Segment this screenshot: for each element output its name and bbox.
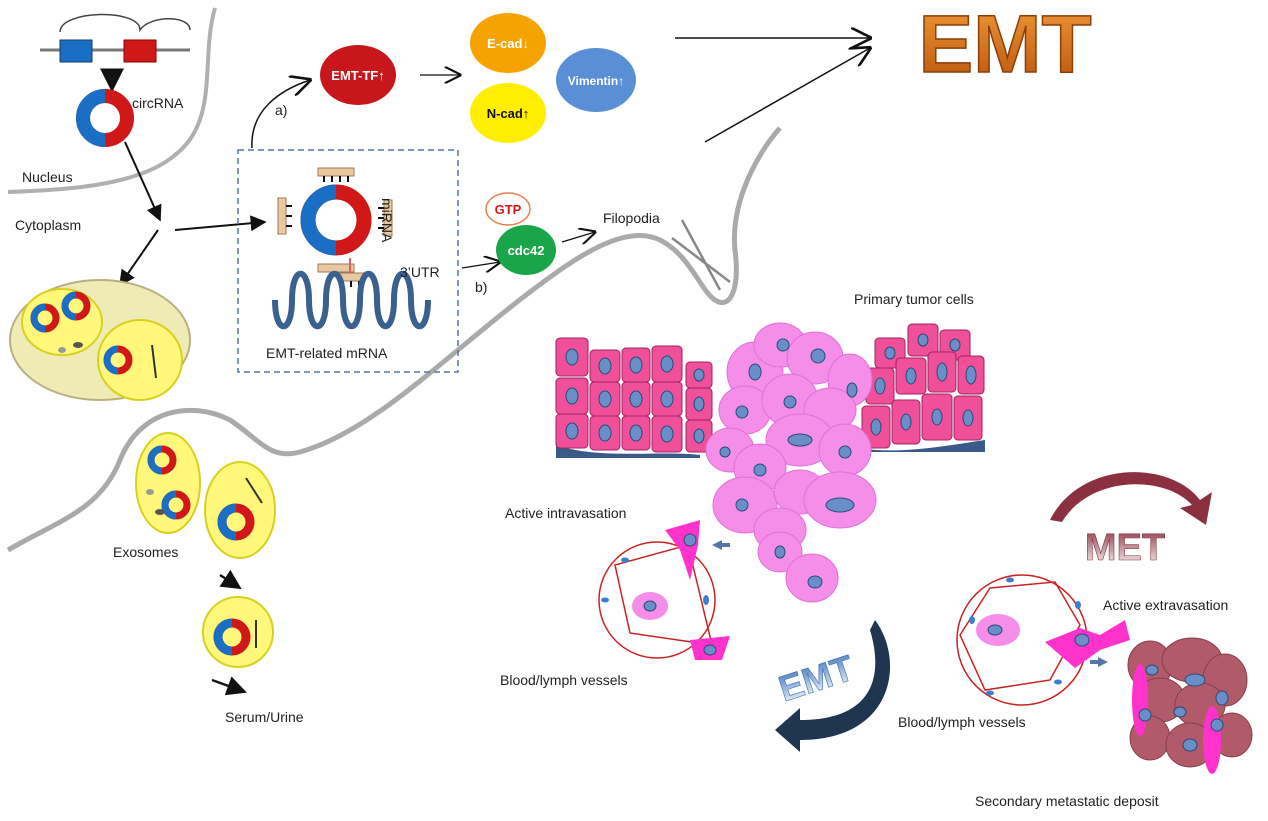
invading-tumor-mass — [705, 322, 877, 603]
arrow-exosome-down — [219, 569, 242, 590]
arrow-export — [124, 141, 162, 222]
emt-mrna-strand — [272, 270, 431, 330]
label-a: a) — [275, 102, 287, 118]
arrow-to-emt-2 — [704, 48, 870, 143]
circrna-label: circRNA — [132, 95, 184, 111]
arrow-to-vesicle — [119, 229, 159, 287]
mirna-sponge-box — [237, 149, 459, 373]
cdc42-label: cdc42 — [508, 243, 545, 258]
secondary-deposit — [1127, 637, 1253, 774]
filopodia-label: Filopodia — [603, 210, 660, 226]
cdc42-node — [496, 225, 556, 275]
emt-cycle-arrow — [775, 620, 891, 752]
blood-vessel-left — [598, 520, 730, 660]
arrow-extravasation — [1090, 657, 1108, 667]
mirna-label: miRNA — [379, 198, 395, 243]
label-b: b) — [475, 279, 487, 295]
nuclear-membrane — [7, 7, 217, 194]
arrow-cdc42-to-filopodia — [561, 232, 595, 242]
gtp-label: GTP — [495, 202, 522, 217]
utr-label: 3’UTR — [400, 264, 440, 280]
blood-vessel-right — [956, 574, 1130, 706]
gtp-node — [485, 192, 531, 226]
exosomes-label: Exosomes — [113, 544, 178, 560]
vimentin-node — [556, 48, 636, 112]
emt-cycle-label: EMT — [774, 647, 859, 709]
gene-locus — [40, 13, 191, 63]
secondary-deposit-label: Secondary metastatic deposit — [975, 793, 1159, 809]
emt-mrna-label: EMT-related mRNA — [266, 345, 388, 361]
primary-tumor-label: Primary tumor cells — [854, 291, 974, 307]
serum-urine-label: Serum/Urine — [225, 709, 304, 725]
circrna-mirna-sponge — [277, 167, 393, 273]
met-label: MET — [1085, 527, 1165, 569]
blood-vessels-right-label: Blood/lymph vessels — [898, 714, 1026, 730]
arrow-path-b — [461, 262, 500, 268]
arrow-to-box — [174, 215, 267, 232]
arrow-intravasation — [712, 540, 730, 550]
active-extravasation-label: Active extravasation — [1103, 597, 1228, 613]
ecad-label: E-cad↓ — [487, 36, 529, 51]
active-intravasation-label: Active intravasation — [505, 505, 626, 521]
arrow-path-a — [251, 80, 310, 149]
circrna-ring — [76, 89, 134, 147]
nucleus-label: Nucleus — [22, 169, 73, 185]
vimentin-label: Vimentin↑ — [568, 74, 624, 88]
emt-title: EMT — [918, 0, 1091, 90]
ncad-label: N-cad↑ — [487, 106, 530, 121]
ecad-node — [470, 13, 546, 73]
arrow-to-serum — [211, 676, 247, 696]
filopodia-fibers — [671, 219, 731, 291]
met-cycle-arrow — [1050, 472, 1212, 525]
ncad-node — [470, 83, 546, 143]
cell-membrane — [6, 126, 782, 553]
cytoplasm-label: Cytoplasm — [15, 217, 81, 233]
epithelial-layer-left — [555, 337, 713, 458]
emt-tf-label: EMT-TF↑ — [331, 68, 384, 83]
exosomes-group — [135, 432, 276, 668]
blood-vessels-left-label: Blood/lymph vessels — [500, 672, 628, 688]
epithelial-layer-right — [860, 323, 985, 452]
multivesicular-body — [9, 279, 191, 401]
emt-tf-node — [320, 45, 396, 105]
